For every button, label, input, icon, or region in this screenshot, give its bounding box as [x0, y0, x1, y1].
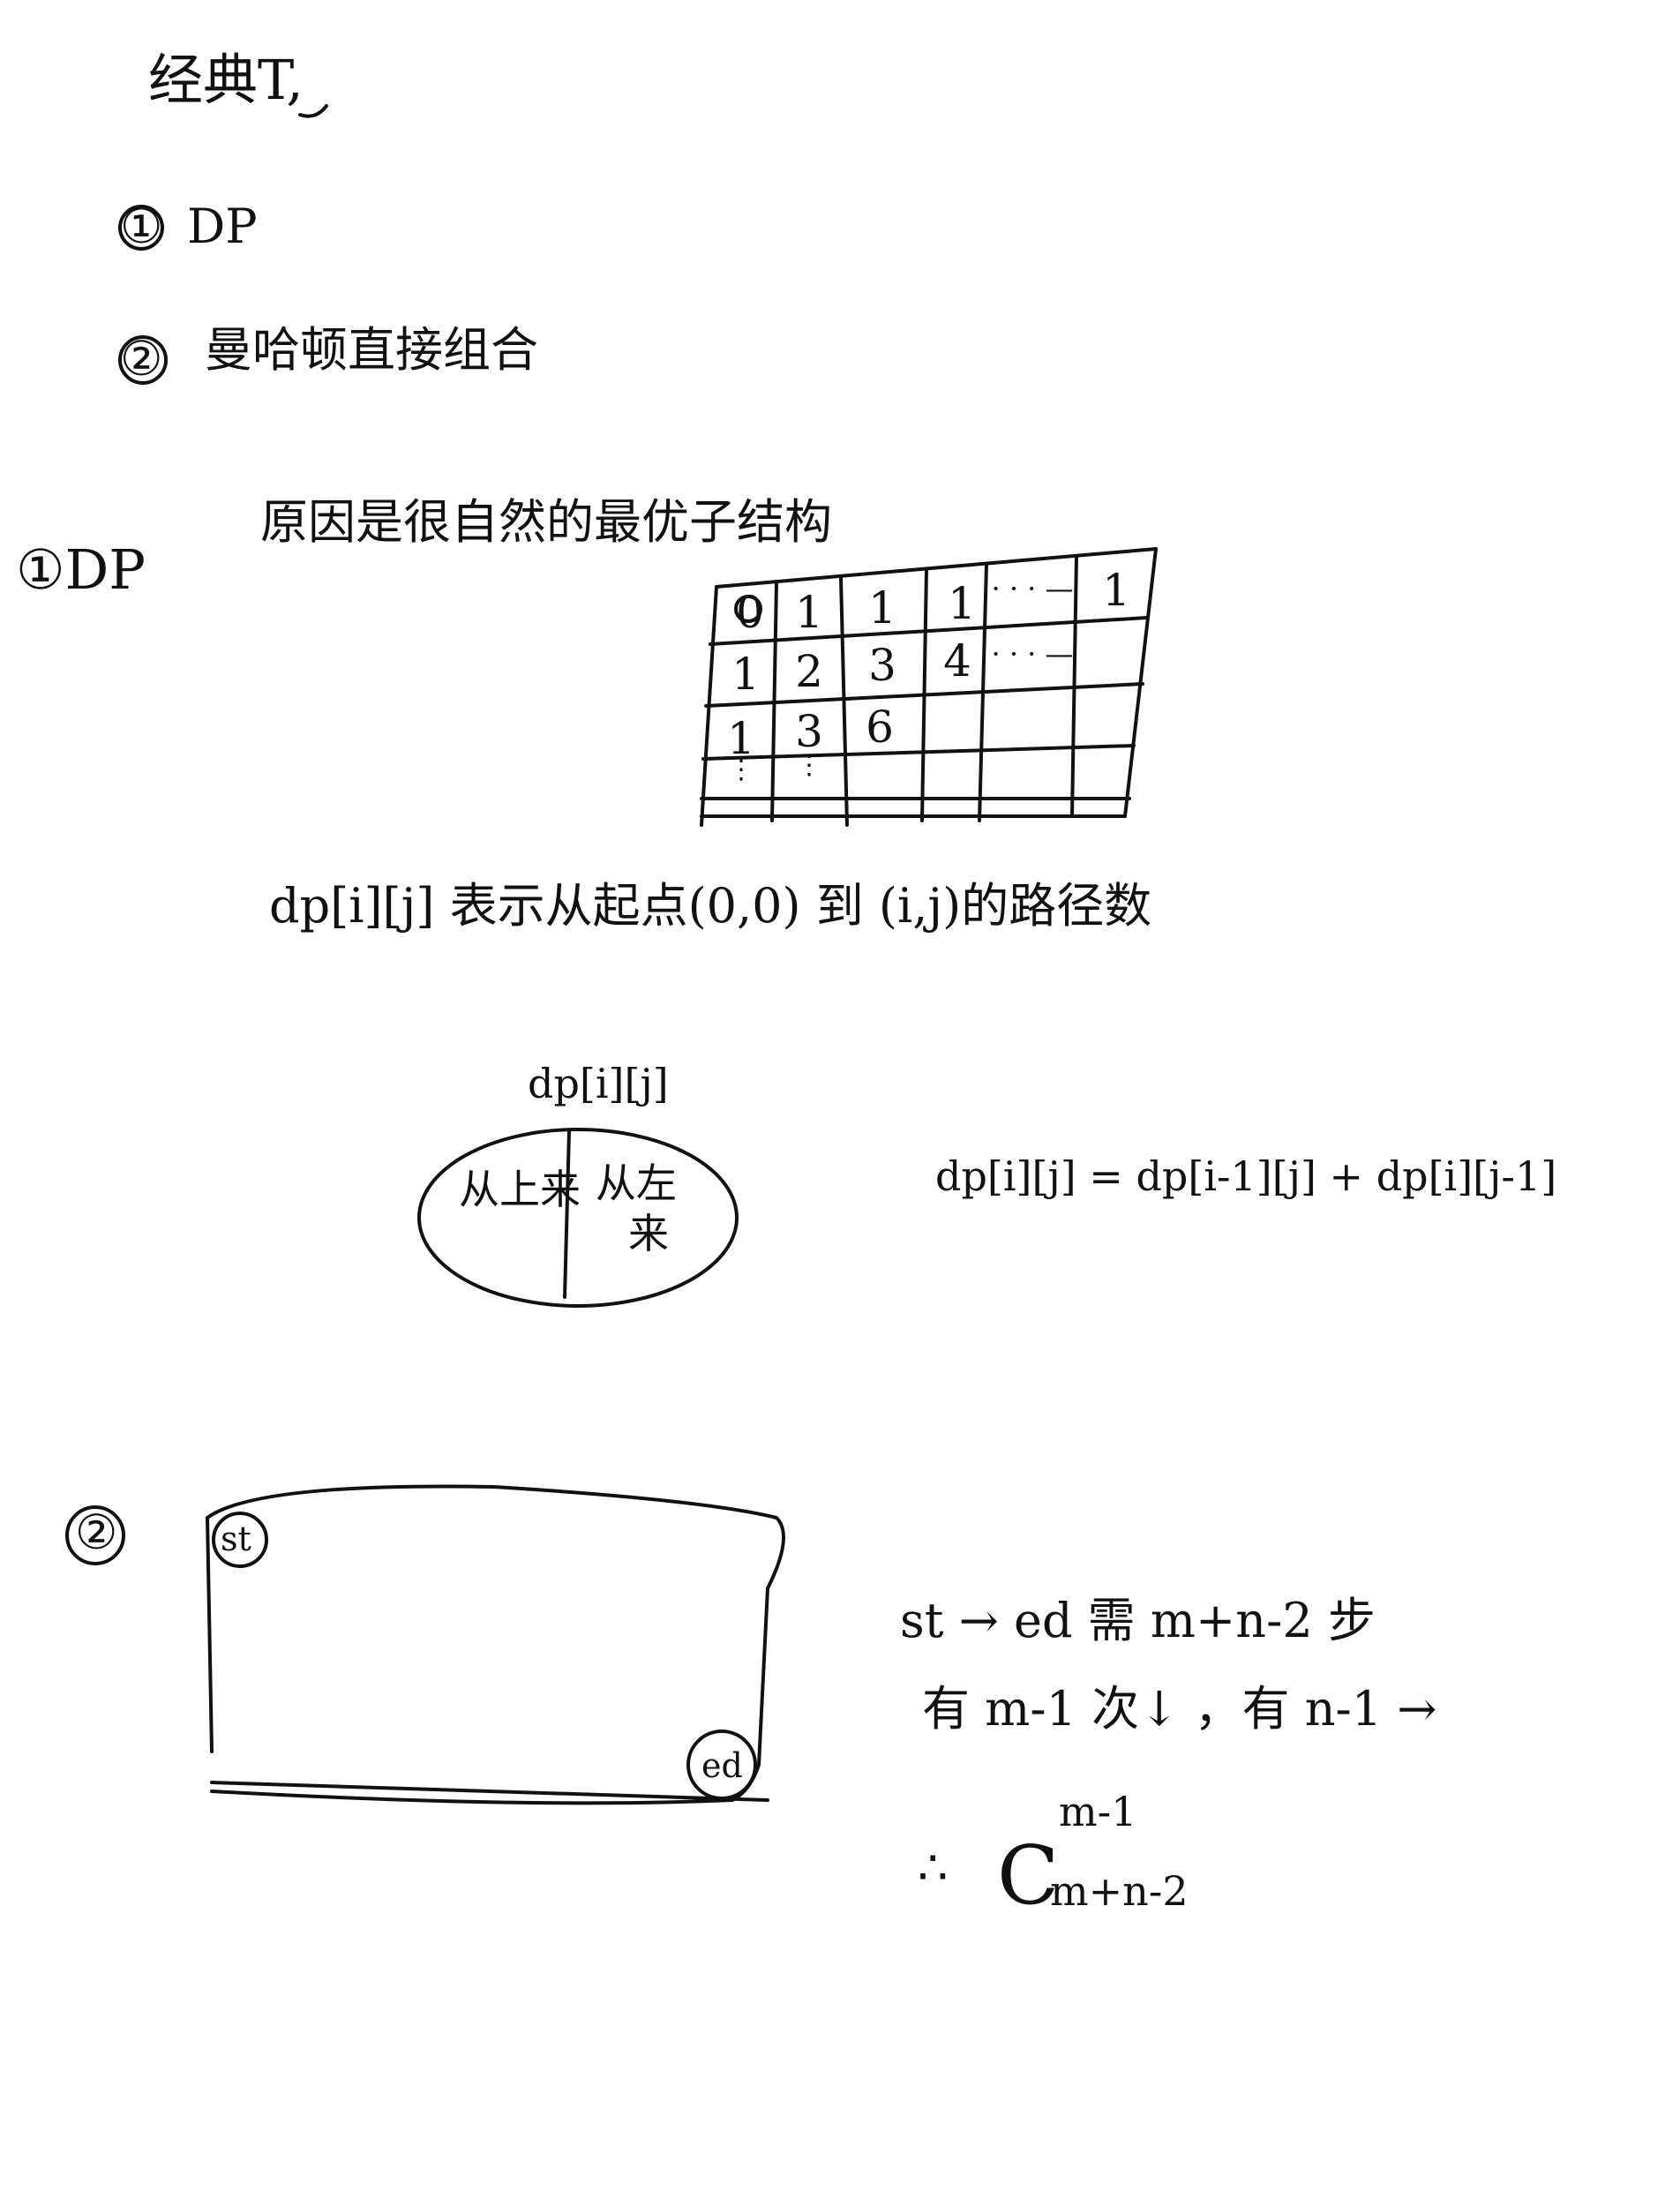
item1-marker: ① [120, 199, 163, 254]
dp-section-heading: 原因是很自然的最优子结构 [260, 494, 832, 550]
dp-definition: dp[i][j] 表示从起点(0,0) 到 (i,j)的路径数 [269, 878, 1152, 934]
combination-subscript: m+n-2 [1050, 1867, 1189, 1915]
dp-grid [700, 547, 1158, 827]
diagram-right-label-1: 从左 [596, 1159, 677, 1207]
ellipse-divider [563, 1129, 571, 1299]
grid-cell: 4 [943, 635, 971, 687]
grid-cell: 1 [727, 713, 755, 764]
grid-cell: 3 [868, 640, 896, 691]
grid-cell: 1 [731, 649, 760, 700]
comb-moves: 有 m-1 次↓ ，有 n-1 → [922, 1681, 1437, 1737]
therefore-symbol: ∴ [918, 1840, 949, 1895]
grid-cell: 6 [866, 702, 894, 753]
start-label: st [221, 1519, 251, 1558]
grid-cell: 1 [868, 582, 896, 634]
grid-cell: ⋮ [728, 754, 754, 785]
comb-section-marker: ② [75, 1504, 118, 1560]
diagram-top-label: dp[i][j] [528, 1060, 669, 1107]
item2-circle [118, 335, 168, 385]
grid-cell: 0 [736, 587, 764, 638]
transition-ellipse [417, 1128, 739, 1308]
dp-transition-formula: dp[i][j] = dp[i-1][j] + dp[i][j-1] [935, 1152, 1557, 1200]
end-circle [686, 1730, 757, 1800]
item1-circle [118, 205, 164, 251]
diagram-right-label-2: 来 [628, 1210, 669, 1257]
grid-cell: · · · — [991, 572, 1074, 605]
comb-step-count: st → ed 需 m+n-2 步 [900, 1593, 1376, 1648]
comb-rectangle-bottom [210, 1781, 769, 1802]
item2-text: 曼哈顿直接组合 [205, 322, 538, 378]
combination-superscript: m-1 [1059, 1788, 1137, 1835]
comb-rectangle [206, 1484, 785, 1805]
grid-cell: · · · — [991, 637, 1074, 671]
origin-circle [734, 595, 762, 623]
grid-cell: 1 [948, 578, 976, 629]
end-label: ed [701, 1746, 743, 1785]
grid-cell: 1 [795, 587, 823, 638]
grid-cell: 1 [1102, 565, 1130, 616]
comb-marker-circle [65, 1505, 125, 1565]
item2-marker: ② [120, 331, 163, 386]
item1-text: DP [187, 199, 258, 254]
combination-symbol: C [997, 1828, 1060, 1923]
page-title: 经典T, [148, 48, 304, 112]
dp-section-marker: ①DP [16, 537, 146, 602]
start-circle [212, 1512, 268, 1568]
grid-cell: ⋮ [796, 750, 822, 781]
grid-cell: 3 [795, 706, 823, 757]
diagram-left-label: 从上来 [459, 1166, 581, 1213]
title-stroke [298, 104, 328, 118]
comb-rectangle-left [206, 1516, 214, 1753]
grid-cell: 2 [795, 646, 823, 697]
